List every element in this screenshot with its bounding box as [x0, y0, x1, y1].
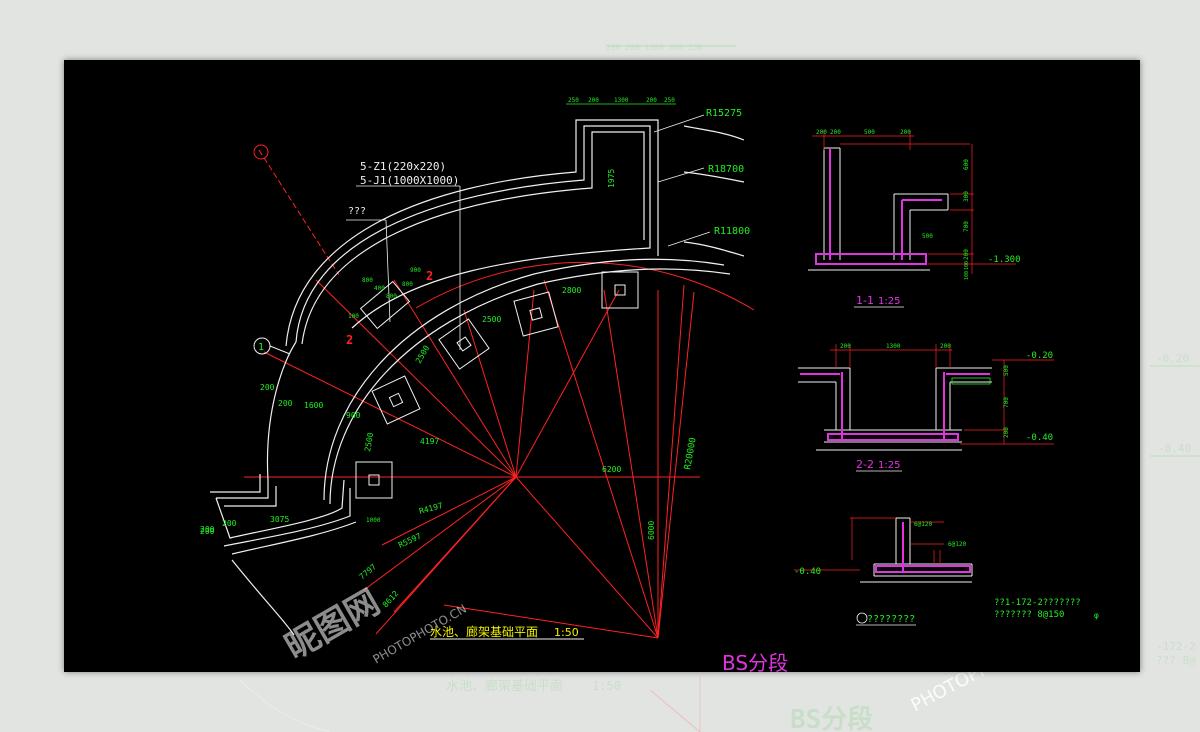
svg-text:200: 200 [816, 129, 827, 136]
svg-text:100: 100 [348, 313, 359, 320]
svg-text:1000: 1000 [366, 517, 381, 524]
svg-text:1300: 1300 [614, 97, 629, 104]
plan-title: 水池、廊架基础平面 [430, 624, 538, 639]
svg-text:2800: 2800 [562, 286, 581, 295]
svg-text:200: 200 [840, 343, 851, 350]
section-3-ref-label: ???????? [867, 614, 915, 625]
section-1-label: 1-1 [856, 294, 874, 307]
svg-text:700: 700 [963, 221, 970, 232]
svg-text:200: 200 [588, 97, 599, 104]
svg-text:200: 200 [222, 519, 237, 528]
svg-text:1975: 1975 [607, 169, 616, 188]
section-3-note-suffix: φ [1094, 611, 1099, 620]
svg-text:8612: 8612 [381, 589, 401, 609]
svg-text:R4197: R4197 [418, 501, 444, 516]
plan-walls [210, 119, 745, 636]
svg-text:2500: 2500 [414, 344, 432, 365]
ghost-right-level-2: -0.40 [1158, 442, 1191, 455]
radial-axes [244, 144, 755, 639]
radius-inner-label: R11800 [714, 226, 750, 237]
ghost-right-note-1: -172-2 [1156, 640, 1196, 653]
svg-text:800: 800 [386, 293, 397, 300]
section-3-note-1: ??1-172-2??????? [994, 598, 1081, 608]
ghost-top-dims: 250 200 1300 200 250 [606, 43, 703, 52]
svg-text:200: 200 [830, 129, 841, 136]
svg-text:6200: 6200 [602, 465, 621, 474]
svg-text:2500: 2500 [363, 432, 375, 453]
svg-text:700: 700 [1003, 397, 1010, 408]
unknown-note-label: ??? [348, 206, 366, 217]
plan-scale: 1:50 [554, 626, 579, 639]
svg-text:300: 300 [963, 191, 970, 202]
section-1-scale: 1:25 [878, 296, 900, 307]
svg-text:200: 200 [940, 343, 951, 350]
svg-text:1600: 1600 [304, 401, 323, 410]
section-3-detail: 6@120 6@120 -0.40 ??1-172-2??????? ?????… [794, 517, 1099, 626]
svg-text:3075: 3075 [270, 515, 289, 524]
svg-text:500: 500 [1003, 365, 1010, 376]
radius-middle-label: R18700 [708, 164, 744, 175]
top-dimension-strip: 250 200 1300 200 250 [566, 97, 676, 105]
section-1-1: 200 200 500 200 600 300 700 500 200 100 … [808, 129, 1021, 308]
svg-text:200: 200 [1003, 427, 1010, 438]
section-cut-markers: 1 2 2 [253, 269, 433, 355]
section-marker-1: 1 [258, 342, 264, 353]
svg-text:900: 900 [410, 267, 421, 274]
radius-leaders [653, 114, 711, 247]
column-spec-label: 5-Z1(220x220) [360, 160, 446, 173]
svg-text:2500: 2500 [482, 315, 501, 324]
svg-text:200: 200 [278, 399, 293, 408]
svg-text:6000: 6000 [647, 521, 656, 540]
svg-text:500: 500 [864, 129, 875, 136]
ghost-segment-label: BS分段 [790, 704, 873, 732]
svg-text:200: 200 [900, 129, 911, 136]
svg-text:200: 200 [646, 97, 657, 104]
footing-spec-label: 5-J1(1000X1000) [360, 174, 459, 187]
svg-text:100: 100 [964, 271, 970, 280]
svg-text:7797: 7797 [358, 562, 379, 581]
svg-text:500: 500 [922, 233, 933, 240]
svg-text:800: 800 [362, 277, 373, 284]
svg-text:900: 900 [346, 411, 361, 420]
section-2-2: 200 1300 200 500 700 200 -0.20 -0.40 2-2… [798, 343, 1054, 472]
cad-drawing: 1 2 2 5-Z1(220x220) 5-J1(1000X1000) ??? … [200, 97, 1099, 672]
section-2-label: 2-2 [856, 458, 874, 471]
svg-text:250: 250 [568, 97, 579, 104]
watermark: 昵图网 PHOTOPHOTO.CN [279, 582, 470, 668]
cad-viewport[interactable]: 1 2 2 5-Z1(220x220) 5-J1(1000X1000) ??? … [64, 60, 1140, 672]
ghost-plan-scale: 1:50 [592, 679, 621, 693]
plan-dimensions: 2800 2500 2500 1600 2500 200 200 200 200… [200, 169, 656, 610]
section-marker-2b: 2 [426, 269, 433, 283]
svg-text:400: 400 [374, 285, 385, 292]
section-3-level: -0.40 [794, 567, 821, 577]
svg-text:R5597: R5597 [397, 531, 423, 549]
spec-leaders [346, 185, 461, 350]
section-2-level-bottom: -0.40 [1026, 433, 1053, 443]
section-marker-2a: 2 [346, 333, 353, 347]
svg-text:200: 200 [260, 383, 275, 392]
ghost-right-note-2: ??? 8@ [1156, 654, 1196, 667]
svg-text:800: 800 [402, 281, 413, 288]
radius-outer-label: R15275 [706, 108, 742, 119]
svg-text:200: 200 [200, 527, 215, 536]
svg-text:100: 100 [964, 261, 970, 270]
svg-text:250: 250 [664, 97, 675, 104]
section-3-mark-2: 6@120 [948, 541, 966, 548]
section-2-level-top: -0.20 [1026, 351, 1053, 361]
column-footings [355, 271, 639, 499]
ghost-plan-title: 水池、廊架基础平面 [446, 678, 563, 694]
section-3-note-2: ??????? 8@150 [994, 610, 1064, 620]
section-3-mark-1: 6@120 [914, 521, 932, 528]
section-2-scale: 1:25 [878, 460, 900, 471]
svg-text:200: 200 [200, 525, 215, 534]
ghost-right-level-1: -0.20 [1156, 352, 1189, 365]
svg-text:600: 600 [963, 159, 970, 170]
svg-text:200: 200 [963, 249, 970, 260]
radius-big-label: R20000 [683, 437, 698, 471]
svg-text:4197: 4197 [420, 437, 439, 446]
section-1-level: -1.300 [988, 255, 1021, 265]
svg-text:1300: 1300 [886, 343, 901, 350]
segment-label: BS分段 [722, 651, 788, 672]
